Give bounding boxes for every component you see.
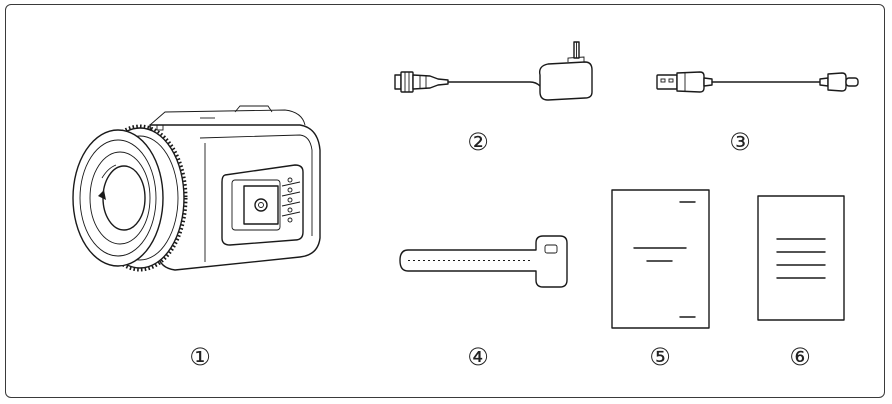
item-number-5: ⑤ — [649, 343, 671, 371]
cable-tie-icon — [399, 235, 568, 288]
item-number-1: ① — [189, 343, 211, 371]
usb-cable-icon — [656, 71, 859, 93]
diagram-border — [5, 4, 885, 398]
item-number-6: ⑥ — [789, 343, 811, 371]
item-number-3: ③ — [729, 128, 751, 156]
item-number-2: ② — [467, 128, 489, 156]
camera-icon — [72, 105, 321, 272]
document-icon — [757, 195, 845, 321]
power-adapter-icon — [394, 41, 593, 101]
item-number-4: ④ — [467, 343, 489, 371]
document-icon — [611, 189, 710, 329]
